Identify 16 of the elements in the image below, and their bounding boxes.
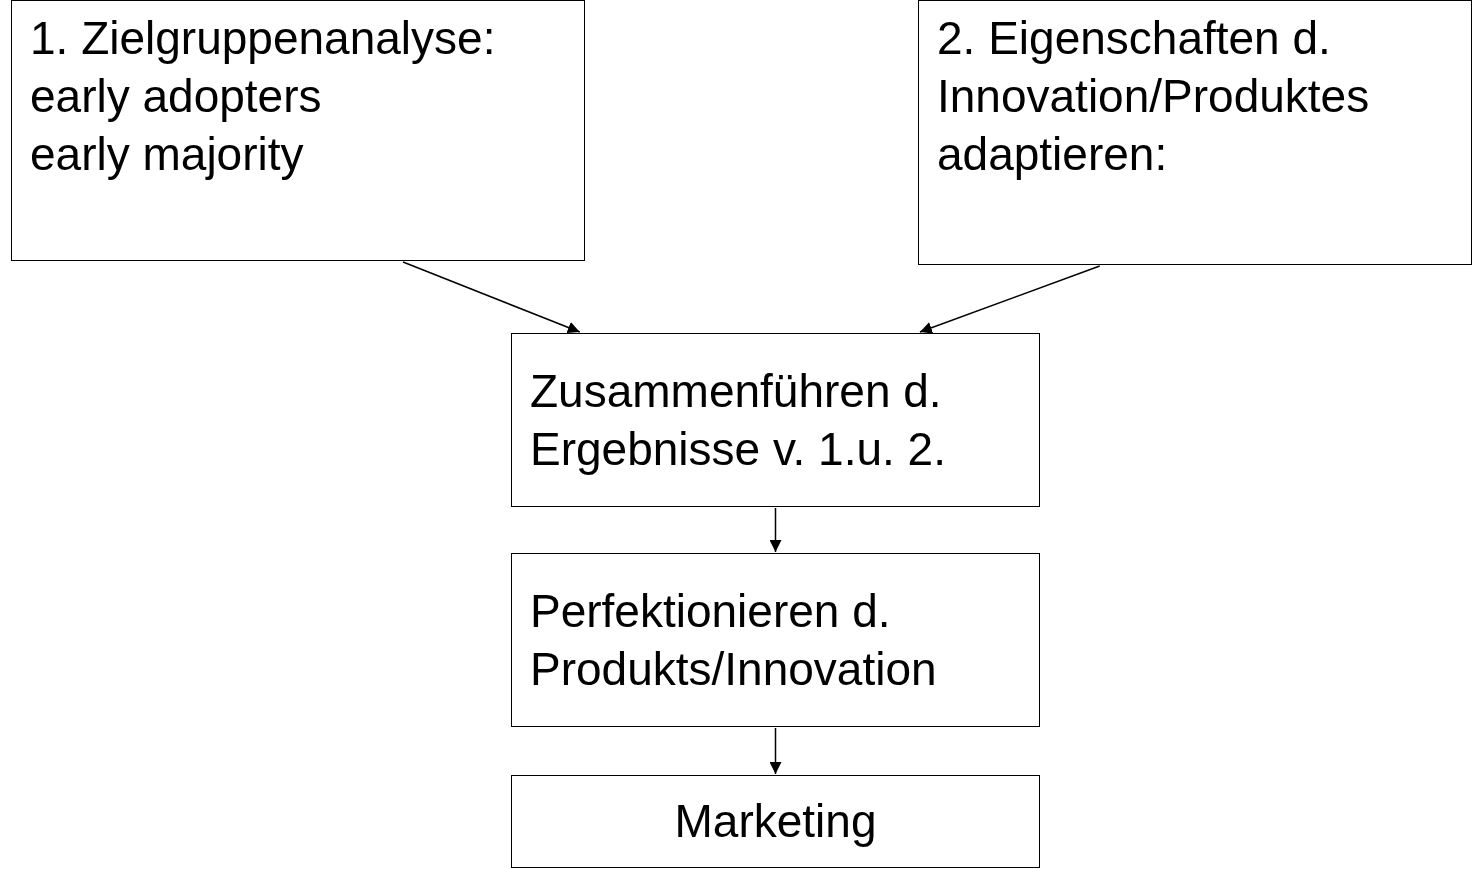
box-text: early majority (30, 127, 305, 182)
box-text: 1. Zielgruppenanalyse: (30, 11, 497, 66)
arrow (919, 265, 1101, 334)
box-text: early adopters (30, 69, 323, 124)
box-text: Zusammenführen d. Ergebnisse v. 1.u. 2. (530, 364, 947, 477)
process-box (511, 553, 1040, 727)
box-text: 2. Eigenschaften d. Innovation/Produktes adaptieren: (937, 11, 1371, 182)
arrow (769, 507, 782, 553)
arrow (402, 261, 581, 334)
process-box (511, 775, 1040, 868)
process-box (511, 333, 1040, 507)
box-text: Marketing (673, 794, 878, 849)
box-text: Perfektionieren d. Produkts/Innovation (530, 584, 938, 697)
process-box (11, 0, 585, 261)
process-box (918, 0, 1472, 265)
arrow (769, 727, 782, 775)
